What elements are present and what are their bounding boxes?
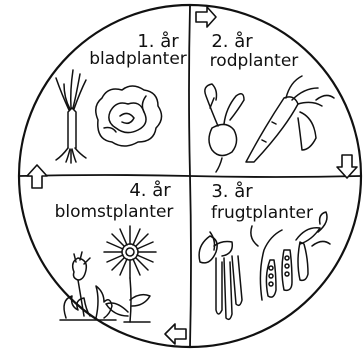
q3-name-label: frugtplanter bbox=[211, 203, 313, 223]
q4-name-label: blomstplanter bbox=[55, 202, 174, 222]
beet-icon bbox=[205, 84, 244, 172]
arrow-down-icon bbox=[337, 155, 357, 178]
q2-year-label: 2. år bbox=[211, 31, 253, 52]
lettuce-icon bbox=[96, 86, 162, 146]
q3-year-label: 3. år bbox=[211, 181, 253, 202]
pea-icon bbox=[251, 212, 330, 300]
q4-year-label: 4. år bbox=[129, 180, 171, 201]
arrow-right-icon bbox=[196, 7, 216, 27]
horizontal-divider bbox=[19, 175, 361, 177]
arrow-left-icon bbox=[165, 324, 186, 344]
leek-icon bbox=[56, 70, 86, 163]
q2-name-label: rodplanter bbox=[210, 51, 299, 71]
carrot-icon bbox=[246, 76, 334, 162]
bean-icon bbox=[199, 232, 242, 319]
q1-name-label: bladplanter bbox=[89, 49, 187, 69]
arrow-up-icon bbox=[27, 165, 47, 188]
